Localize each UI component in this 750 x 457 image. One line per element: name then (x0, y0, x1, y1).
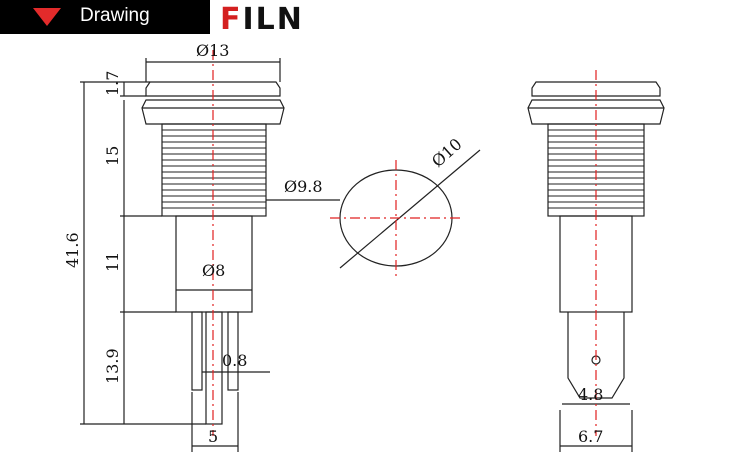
dim-body-diameter: Ø8 (202, 261, 225, 280)
brand-logo: FILN (220, 2, 304, 37)
dim-side-width: 6.7 (578, 427, 603, 446)
dim-side-pin-width: 4.8 (578, 385, 603, 404)
dim-thread-length: 15 (103, 146, 122, 166)
centerlines (212, 50, 597, 436)
dim-pin-thickness: 0.8 (222, 351, 247, 370)
dim-head-diameter: Ø13 (196, 41, 229, 60)
header-title: Drawing (80, 5, 150, 26)
triangle-down-icon (33, 8, 61, 26)
dim-thread-diameter: Ø9.8 (284, 177, 323, 196)
dim-pin-spacing: 5 (208, 427, 218, 446)
dim-pin-length: 13.9 (103, 348, 122, 384)
dim-body-length: 11 (103, 252, 122, 272)
dim-total-length: 41.6 (63, 232, 82, 268)
brand-logo-rest: ILN (242, 2, 304, 37)
head-cap (145, 81, 281, 97)
brand-logo-f: F (220, 2, 243, 37)
dim-lens-diameter: Ø10 (428, 134, 466, 171)
dim-head-height: 1.7 (103, 71, 122, 96)
header-bar: Drawing (0, 0, 210, 34)
